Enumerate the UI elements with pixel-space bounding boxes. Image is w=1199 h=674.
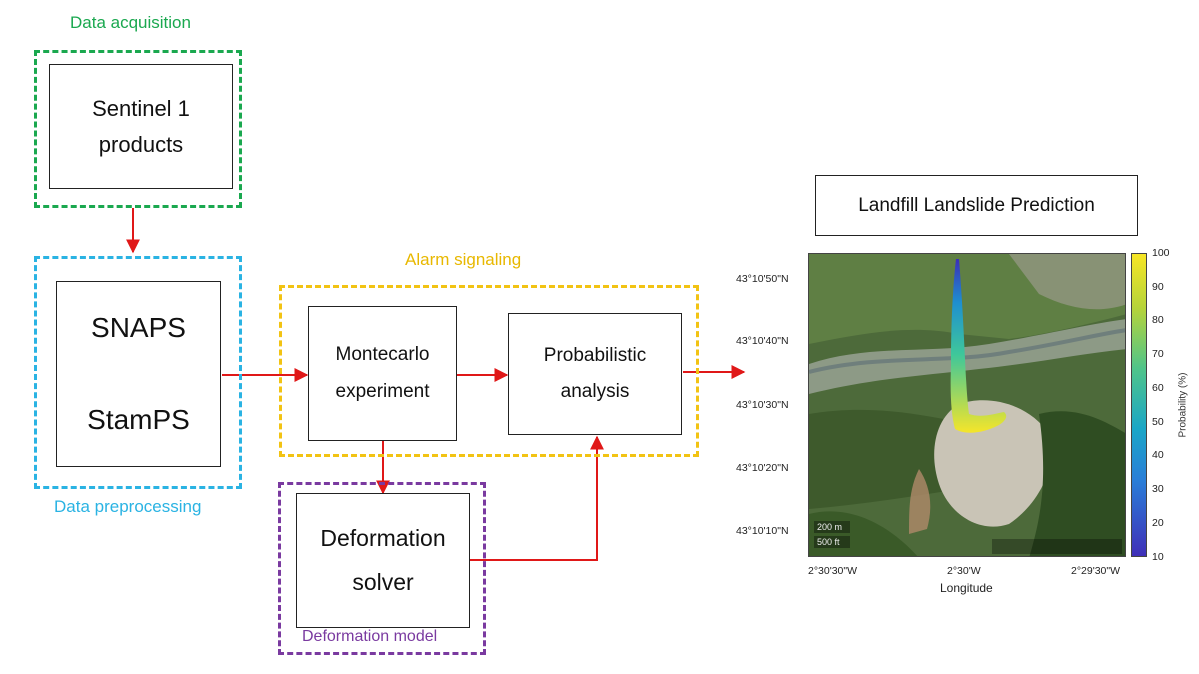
cb-tick-70: 70	[1152, 348, 1164, 360]
scale-bar-feet: 500 ft	[817, 537, 840, 547]
arrow-solver-to-probabilistic	[470, 435, 604, 561]
y-tick-3: 43°10'30"N	[736, 399, 789, 411]
cb-tick-50: 50	[1152, 416, 1164, 428]
satellite-map: 200 m 500 ft	[808, 253, 1126, 557]
cb-tick-60: 60	[1152, 382, 1164, 394]
data-acquisition-group	[34, 50, 242, 208]
cb-tick-20: 20	[1152, 517, 1164, 529]
cb-tick-40: 40	[1152, 449, 1164, 461]
cb-tick-10: 10	[1152, 551, 1164, 563]
deformation-solver-box: Deformation solver	[296, 493, 470, 628]
y-tick-1: 43°10'50"N	[736, 273, 789, 285]
cb-tick-100: 100	[1152, 247, 1170, 259]
sentinel-line2: products	[98, 131, 184, 157]
cb-tick-80: 80	[1152, 314, 1164, 326]
deformation-model-label: Deformation model	[302, 628, 438, 645]
x-tick-1: 2°30'30"W	[808, 565, 858, 577]
solver-line2: solver	[352, 568, 414, 595]
alarm-signaling-label: Alarm signaling	[405, 250, 522, 269]
x-tick-2: 2°30'W	[947, 565, 981, 577]
x-axis-label: Longitude	[940, 581, 993, 595]
probabilistic-line2: analysis	[560, 381, 630, 402]
scale-bar-meters: 200 m	[817, 522, 843, 532]
montecarlo-line1: Montecarlo	[335, 344, 430, 366]
data-preprocessing-label: Data preprocessing	[54, 497, 202, 516]
stamps-label: StamPS	[87, 404, 190, 435]
alarm-signaling-group	[279, 285, 699, 457]
y-tick-4: 43°10'20"N	[736, 462, 789, 474]
deformation-model-group	[278, 482, 486, 655]
snaps-stamps-box: SNAPS StamPS	[56, 281, 221, 467]
data-preprocessing-group	[34, 256, 242, 489]
x-tick-3: 2°29'30"W	[1071, 565, 1121, 577]
snaps-label: SNAPS	[91, 312, 186, 343]
cb-tick-90: 90	[1152, 281, 1164, 293]
y-tick-2: 43°10'40"N	[736, 335, 789, 347]
probabilistic-analysis-box: Probabilistic analysis	[508, 313, 682, 435]
montecarlo-box: Montecarlo experiment	[308, 306, 457, 441]
montecarlo-line2: experiment	[335, 380, 430, 402]
prediction-title-box: Landfill Landslide Prediction	[815, 175, 1138, 236]
sentinel-products-box: Sentinel 1 products	[49, 64, 233, 189]
probability-colorbar	[1131, 253, 1147, 557]
sentinel-line1: Sentinel 1	[92, 96, 190, 122]
probabilistic-line1: Probabilistic	[543, 344, 647, 366]
prediction-title: Landfill Landslide Prediction	[858, 194, 1095, 216]
colorbar-label: Probability (%)	[1177, 372, 1189, 438]
cb-tick-30: 30	[1152, 483, 1164, 495]
y-tick-5: 43°10'10"N	[736, 525, 789, 537]
data-acquisition-label: Data acquisition	[70, 13, 191, 32]
colorbar-ticks: 100 90 80 70 60 50 40 30 20 10	[1152, 247, 1174, 567]
map-imagery	[809, 254, 1125, 556]
solver-line1: Deformation	[320, 524, 446, 551]
